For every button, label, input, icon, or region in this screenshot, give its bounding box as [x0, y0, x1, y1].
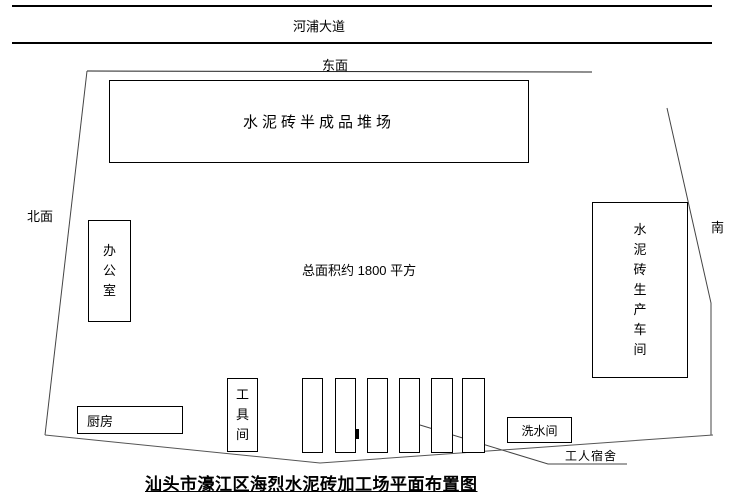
workshop-box: 水泥砖生产车间: [592, 202, 688, 378]
boundary-north-line: [44, 70, 88, 436]
wash-room-label: 洗水间: [521, 423, 558, 438]
boundary-east-line: [86, 70, 593, 73]
kitchen-box: 厨房: [77, 406, 183, 434]
dormitory-building-5: [431, 378, 453, 453]
door-mark: [355, 429, 359, 439]
south-side-label: 南: [711, 220, 725, 235]
north-side-label: 北面: [27, 209, 54, 224]
stockyard-label: 水泥砖半成品堆场: [242, 114, 395, 131]
workshop-label: 水泥砖生产车间: [633, 222, 647, 357]
plan-title: 汕头市濠江区海烈水泥砖加工场平面布置图: [145, 475, 478, 494]
dormitory-building-6: [462, 378, 485, 453]
boundary-west-line: [44, 434, 714, 464]
road-name-label: 河浦大道: [293, 19, 346, 34]
east-side-label: 东面: [322, 58, 349, 73]
office-label: 办公室: [102, 243, 116, 298]
stockyard-box: 水泥砖半成品堆场: [109, 80, 529, 163]
total-area-note: 总面积约 1800 平方: [302, 263, 417, 278]
wash-room-box: 洗水间: [507, 417, 572, 443]
dormitory-building-1: [302, 378, 323, 453]
dormitory-building-3: [367, 378, 388, 453]
office-box: 办公室: [88, 220, 131, 322]
tool-room-label: 工具间: [235, 387, 249, 442]
dormitory-building-2: [335, 378, 356, 453]
tool-room-box: 工具间: [227, 378, 258, 452]
boundary-south-line: [666, 107, 712, 435]
kitchen-label: 厨房: [87, 413, 114, 429]
dormitory-building-4: [399, 378, 420, 453]
dormitory-label: 工人宿舍: [565, 449, 618, 463]
